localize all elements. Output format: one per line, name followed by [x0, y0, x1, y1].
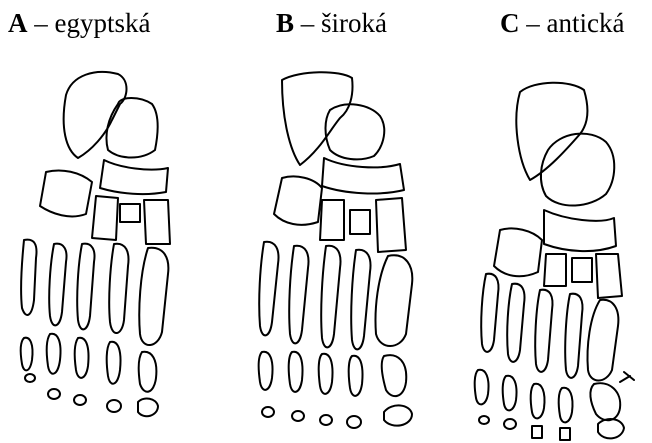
phalanx-4-distal	[504, 419, 516, 429]
cuneiform-intermediate	[572, 258, 592, 282]
joint-mark	[620, 372, 634, 382]
phalanx-3-distal	[532, 426, 542, 438]
phalanx-5-distal	[479, 416, 489, 424]
phalanx-2-distal	[560, 428, 570, 440]
cuboid	[494, 228, 542, 276]
metatarsal-3	[535, 290, 552, 372]
talus	[541, 134, 614, 206]
calcaneus	[516, 83, 587, 180]
phalanx-1-distal	[598, 419, 624, 438]
cuneiform-lateral	[544, 254, 566, 286]
metatarsal-1	[588, 300, 619, 381]
phalanx-5	[475, 370, 489, 405]
metatarsal-2	[565, 294, 582, 378]
phalanx-4	[503, 376, 517, 411]
phalanx-2	[559, 388, 573, 423]
cuneiform-medial	[596, 254, 622, 298]
phalanx-3	[531, 384, 545, 419]
metatarsal-4	[507, 284, 524, 362]
metatarsal-5	[481, 274, 498, 352]
navicular	[544, 210, 616, 251]
phalanx-1	[590, 383, 620, 420]
